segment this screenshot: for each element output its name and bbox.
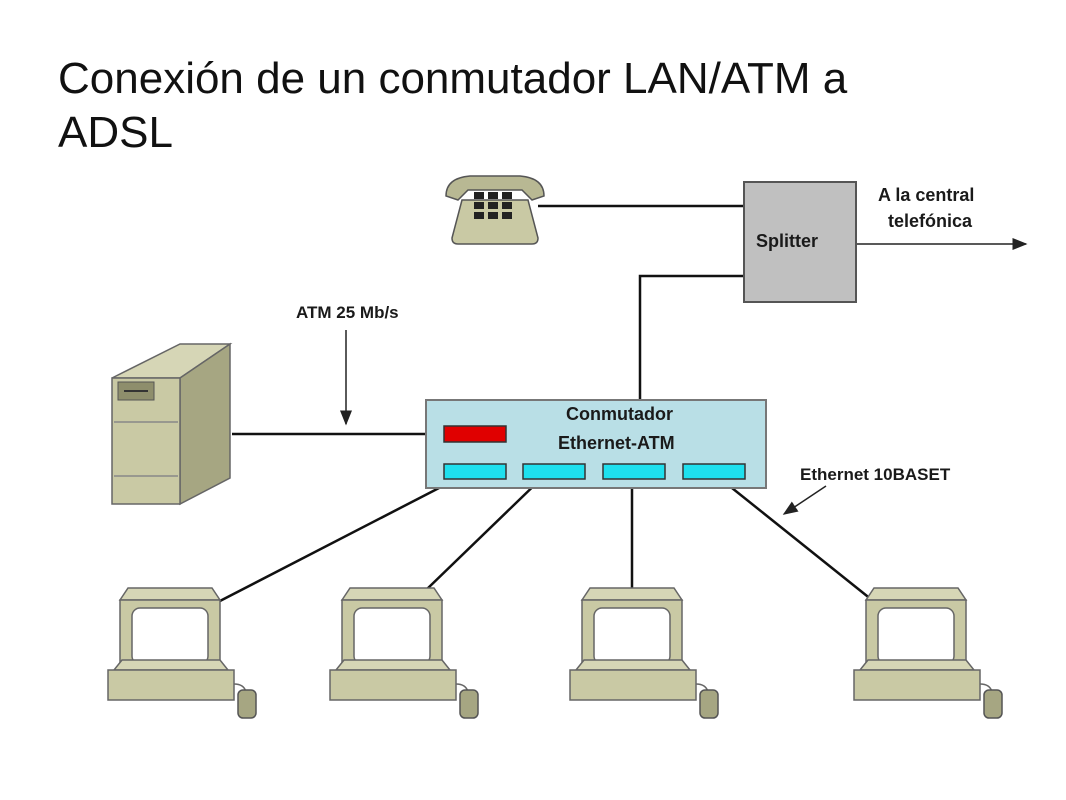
page-title: Conexión de un conmutador LAN/ATM a ADSL [58, 52, 1018, 160]
switch-label-line-1: Conmutador [566, 404, 673, 424]
arrows [340, 238, 1028, 515]
title-line-2: ADSL [58, 108, 173, 157]
atm-label: ATM 25 Mb/s [296, 303, 399, 322]
pc-3 [569, 587, 719, 719]
pc1-cable [217, 470, 471, 604]
splitter-to-switch-line [638, 274, 744, 400]
switch-label-line-2: Ethernet-ATM [558, 433, 675, 453]
ethernet-label: Ethernet 10BASET [800, 465, 951, 484]
pc-2 [329, 587, 479, 719]
switch-device [425, 399, 767, 489]
pc-4 [853, 587, 1003, 719]
telephone-icon [445, 175, 545, 245]
central-label-line-2: telefónica [888, 211, 973, 231]
pc4-cable [711, 471, 873, 601]
ethernet-port-1 [443, 463, 507, 480]
title-line-1: Conexión de un conmutador LAN/ATM a [58, 54, 848, 103]
central-label-line-1: A la central [878, 185, 975, 205]
ethernet-port-2 [522, 463, 586, 480]
atm-port [443, 425, 507, 443]
ethernet-port-3 [602, 463, 666, 480]
splitter-label: Splitter [756, 231, 819, 251]
pc2-cable [425, 471, 549, 591]
splitter-box [743, 181, 857, 303]
ethernet-port-4 [682, 463, 746, 480]
pc-1 [107, 587, 257, 719]
ethernet-arrow [782, 485, 827, 515]
server-icon [111, 342, 233, 506]
